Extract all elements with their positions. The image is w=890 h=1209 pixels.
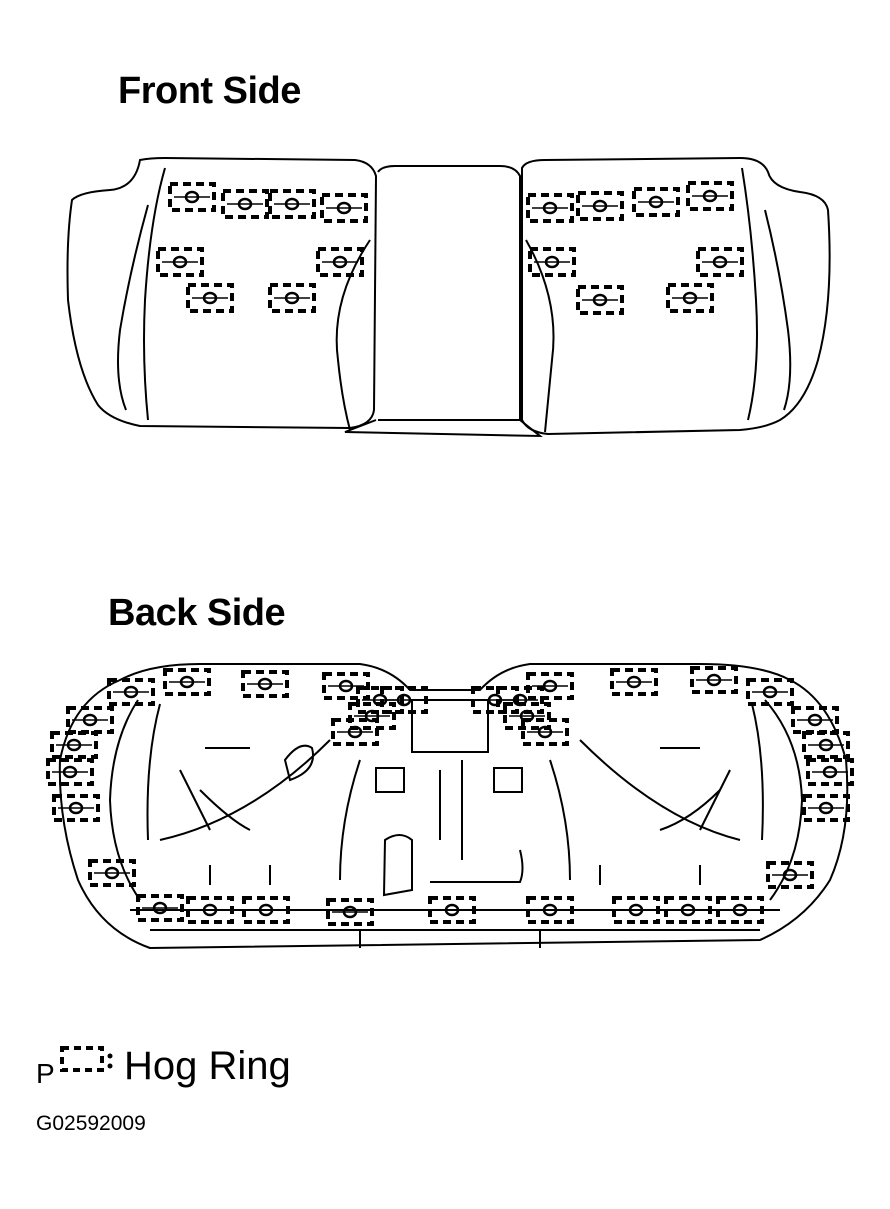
- hog-ring-mark: [88, 859, 136, 887]
- hog-ring-mark: [186, 283, 234, 313]
- hog-ring-mark: [331, 718, 379, 746]
- hog-ring-mark: [168, 182, 216, 212]
- hog-ring-mark: [526, 896, 574, 924]
- hog-ring-mark: [320, 193, 368, 223]
- hog-ring-mark: [50, 731, 98, 759]
- hog-ring-mark: [46, 758, 94, 786]
- hog-ring-mark: [356, 686, 404, 714]
- hog-ring-mark: [526, 672, 574, 700]
- front-side-title: Front Side: [118, 70, 301, 112]
- hog-ring-mark: [666, 283, 714, 313]
- front-seat-outline: [66, 156, 831, 438]
- legend-label: Hog Ring: [124, 1044, 291, 1088]
- front-hog-rings: [156, 181, 744, 315]
- hog-ring-mark: [664, 896, 712, 924]
- legend: P Hog Ring: [36, 1040, 356, 1090]
- hog-ring-mark: [576, 285, 624, 315]
- hog-ring-mark: [428, 896, 476, 924]
- hog-ring-mark: [221, 189, 269, 219]
- hog-ring-mark: [241, 670, 289, 698]
- hog-ring-mark: [632, 187, 680, 217]
- back-side-seat-diagram: [46, 663, 854, 950]
- hog-ring-mark: [52, 794, 100, 822]
- hog-ring-mark: [107, 678, 155, 706]
- hog-ring-mark: [186, 896, 234, 924]
- figure-code: G02592009: [36, 1112, 146, 1135]
- hog-ring-mark: [326, 898, 374, 926]
- hog-ring-mark: [163, 668, 211, 696]
- hog-ring-mark: [576, 191, 624, 221]
- hog-ring-mark: [528, 247, 576, 277]
- hog-ring-mark: [766, 861, 814, 889]
- back-hog-rings: [46, 666, 854, 926]
- hog-ring-mark: [686, 181, 734, 211]
- hog-ring-mark: [268, 283, 316, 313]
- hog-ring-mark: [791, 706, 839, 734]
- hog-ring-mark: [802, 731, 850, 759]
- hog-ring-mark: [348, 702, 396, 730]
- back-side-title: Back Side: [108, 592, 286, 634]
- hog-ring-mark: [610, 668, 658, 696]
- legend-symbol-prefix: P: [36, 1058, 55, 1089]
- hog-ring-mark: [316, 247, 364, 277]
- hog-ring-mark: [521, 718, 569, 746]
- hog-ring-mark: [806, 758, 854, 786]
- hog-ring-bracket-icon: [60, 1046, 113, 1072]
- hog-ring-mark: [746, 678, 794, 706]
- hog-ring-mark: [66, 706, 114, 734]
- hog-ring-mark: [690, 666, 738, 694]
- hog-ring-mark: [503, 702, 551, 730]
- back-seat-outline: [58, 663, 849, 950]
- front-side-seat-diagram: [66, 156, 831, 438]
- hog-ring-mark: [156, 247, 204, 277]
- hog-ring-mark: [696, 247, 744, 277]
- hog-ring-mark: [612, 896, 660, 924]
- hog-ring-mark: [242, 896, 290, 924]
- hog-ring-mark: [716, 896, 764, 924]
- hog-ring-mark: [526, 193, 574, 223]
- hog-ring-mark: [268, 189, 316, 219]
- hog-ring-mark: [136, 894, 184, 922]
- hog-ring-mark: [802, 794, 850, 822]
